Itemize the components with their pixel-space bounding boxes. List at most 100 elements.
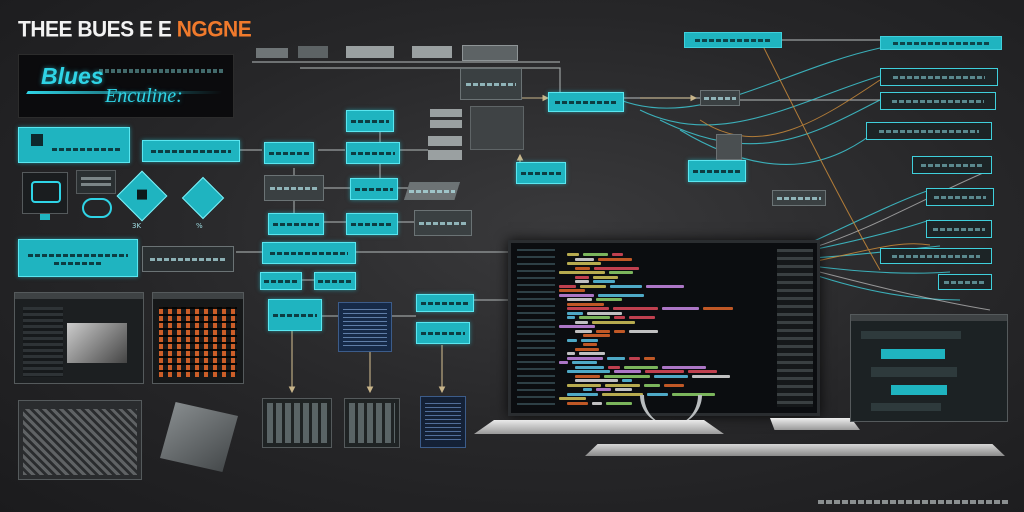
code-line bbox=[662, 307, 699, 310]
right-box[interactable] bbox=[716, 134, 742, 160]
code-line bbox=[567, 302, 604, 306]
node-c1[interactable] bbox=[264, 175, 324, 201]
right-strip-2[interactable] bbox=[880, 36, 1002, 50]
code-line bbox=[579, 352, 605, 355]
node-g3[interactable] bbox=[416, 294, 474, 312]
badge-side: % bbox=[196, 222, 203, 230]
code-line bbox=[567, 392, 598, 396]
code-line bbox=[567, 262, 601, 265]
code-line bbox=[606, 401, 632, 405]
code-line bbox=[692, 374, 730, 378]
node-a1[interactable] bbox=[346, 110, 394, 132]
right-strip-10[interactable] bbox=[938, 274, 992, 290]
right-strip-9[interactable] bbox=[880, 248, 992, 264]
screenshot-thumb-3[interactable] bbox=[18, 400, 142, 480]
code-line bbox=[587, 311, 622, 315]
cyan-chip-icon bbox=[40, 214, 50, 220]
right-strip-4[interactable] bbox=[880, 92, 996, 110]
top-bar-node-4[interactable] bbox=[412, 46, 452, 58]
node-d3[interactable] bbox=[414, 210, 472, 236]
cloud-icon bbox=[82, 198, 112, 218]
node-c2[interactable] bbox=[350, 178, 398, 200]
editor-side-panel bbox=[777, 249, 813, 407]
right-strip-3[interactable] bbox=[880, 68, 998, 86]
right-strip-7[interactable] bbox=[926, 188, 994, 206]
screenshot-thumb-2[interactable] bbox=[152, 292, 244, 384]
film-strip-icon[interactable] bbox=[76, 170, 116, 194]
code-line bbox=[559, 284, 576, 288]
node-h2[interactable] bbox=[548, 92, 624, 112]
node-f1[interactable] bbox=[260, 272, 302, 290]
node-g4[interactable] bbox=[416, 322, 470, 344]
left-dark-node[interactable] bbox=[142, 246, 234, 272]
code-line bbox=[583, 343, 597, 346]
code-line bbox=[575, 280, 589, 283]
node-top-mid[interactable] bbox=[142, 140, 240, 162]
top-bar-node-2[interactable] bbox=[298, 46, 328, 58]
top-bar-node-3[interactable] bbox=[346, 46, 394, 58]
right-strip-8[interactable] bbox=[926, 220, 992, 238]
node-h1[interactable] bbox=[516, 162, 566, 184]
code-line bbox=[593, 275, 618, 279]
code-line bbox=[614, 329, 625, 333]
node-a5[interactable] bbox=[428, 150, 462, 160]
node-d2[interactable] bbox=[346, 213, 398, 235]
code-line bbox=[598, 293, 644, 297]
badge-3k: 3K bbox=[132, 222, 142, 230]
code-line bbox=[559, 293, 594, 297]
node-d1[interactable] bbox=[268, 213, 324, 235]
code-line bbox=[703, 307, 733, 310]
code-line bbox=[596, 388, 611, 391]
dark-box-node[interactable] bbox=[470, 106, 524, 150]
code-editor-monitor[interactable] bbox=[508, 240, 820, 416]
code-line bbox=[647, 392, 668, 396]
code-line bbox=[559, 325, 595, 328]
node-c3[interactable] bbox=[404, 182, 460, 200]
desk-shelf bbox=[770, 418, 860, 430]
right-strip-6[interactable] bbox=[912, 156, 992, 174]
logo-text-strip bbox=[99, 69, 224, 73]
grid-thumb-3[interactable] bbox=[420, 396, 466, 448]
node-g2-code[interactable] bbox=[338, 302, 392, 352]
node-b1[interactable] bbox=[264, 142, 314, 164]
right-strip-1[interactable] bbox=[684, 32, 782, 48]
node-a4[interactable] bbox=[428, 136, 462, 146]
node-a3[interactable] bbox=[430, 120, 462, 128]
grid-thumb-2[interactable] bbox=[344, 398, 400, 448]
right-strip-5[interactable] bbox=[866, 122, 992, 140]
node-g1[interactable] bbox=[268, 299, 322, 331]
code-line bbox=[602, 392, 643, 396]
node-b2[interactable] bbox=[346, 142, 400, 164]
node-f2[interactable] bbox=[314, 272, 356, 290]
top-bar-node-1[interactable] bbox=[256, 48, 288, 58]
left-wide-node[interactable] bbox=[18, 239, 138, 277]
grid-thumb-1[interactable] bbox=[262, 398, 332, 448]
node-e1[interactable] bbox=[262, 242, 356, 264]
code-line bbox=[607, 356, 625, 360]
screenshot-thumb-1[interactable] bbox=[14, 292, 144, 384]
code-line bbox=[592, 401, 602, 405]
left-header-node[interactable] bbox=[18, 127, 130, 163]
node-a2[interactable] bbox=[430, 109, 462, 117]
top-bar-node-5[interactable] bbox=[462, 45, 518, 61]
code-line bbox=[559, 289, 585, 292]
code-line bbox=[583, 334, 610, 337]
code-line bbox=[612, 253, 623, 256]
code-line bbox=[575, 379, 618, 382]
monitor-base bbox=[474, 420, 724, 434]
mid-dark-node[interactable] bbox=[460, 68, 522, 100]
code-line bbox=[567, 311, 583, 315]
code-area[interactable] bbox=[559, 249, 773, 407]
right-node-3[interactable] bbox=[772, 190, 826, 206]
code-line bbox=[688, 370, 717, 373]
code-line bbox=[645, 370, 684, 373]
chat-window[interactable] bbox=[850, 314, 1008, 422]
right-node-1[interactable] bbox=[688, 160, 746, 182]
right-node-2[interactable] bbox=[700, 90, 740, 106]
device-thumbnail[interactable] bbox=[22, 172, 68, 214]
code-line bbox=[567, 383, 601, 387]
code-line bbox=[559, 361, 568, 364]
code-line bbox=[583, 388, 592, 391]
code-line bbox=[654, 374, 688, 378]
code-line bbox=[567, 338, 577, 342]
